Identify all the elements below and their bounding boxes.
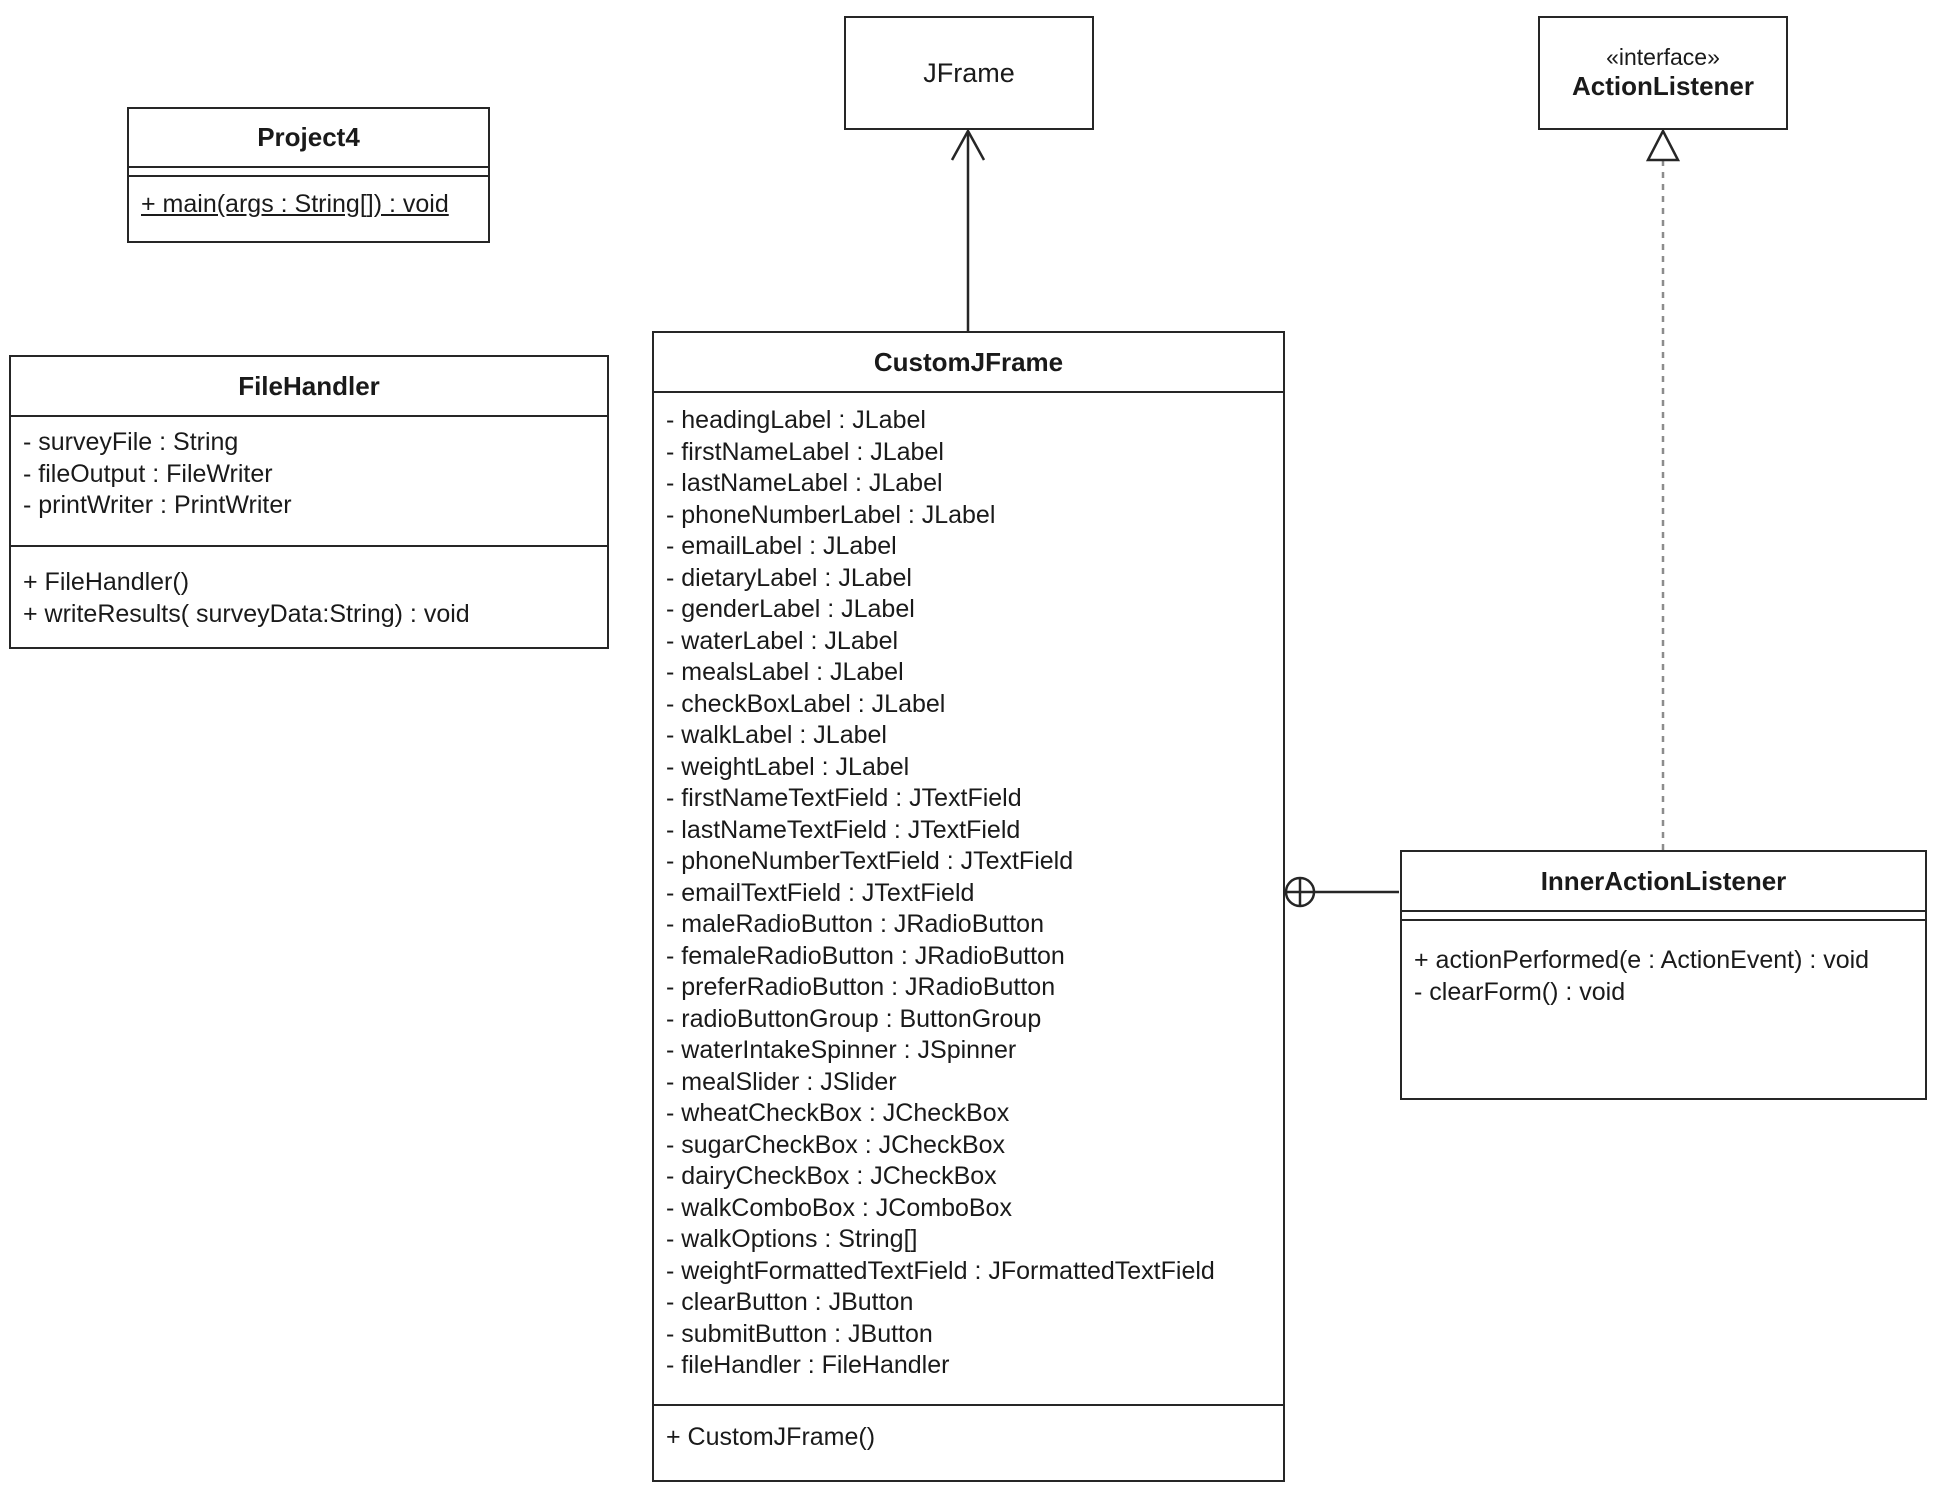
method-main: + main(args : String[]) : void	[141, 190, 449, 218]
class-header: FileHandler	[11, 357, 607, 415]
attributes-compartment	[1402, 910, 1925, 919]
attribute: - fileHandler : FileHandler	[666, 1351, 950, 1379]
class-header: JFrame	[846, 18, 1092, 128]
methods-compartment: + FileHandler() + writeResults( surveyDa…	[11, 545, 607, 636]
attribute: - maleRadioButton : JRadioButton	[666, 910, 1044, 938]
attribute: - checkBoxLabel : JLabel	[666, 689, 946, 718]
class-name: ActionListener	[1571, 71, 1755, 101]
class-inneractionlistener[interactable]: InnerActionListener + actionPerformed(e …	[1400, 850, 1927, 1100]
attributes-compartment: - surveyFile : String - fileOutput : Fil…	[11, 415, 607, 545]
attribute: - genderLabel : JLabel	[666, 595, 915, 623]
class-header: InnerActionListener	[1402, 852, 1925, 910]
attribute: - emailLabel : JLabel	[666, 532, 897, 560]
attribute: - phoneNumberLabel : JLabel	[666, 500, 996, 529]
attribute: - emailTextField : JTextField	[666, 878, 975, 907]
class-name: Project4	[257, 122, 360, 152]
attribute: - lastNameTextField : JTextField	[666, 815, 1021, 844]
attribute: - mealsLabel : JLabel	[666, 658, 904, 686]
open-arrowhead	[950, 128, 986, 161]
attribute: - headingLabel : JLabel	[666, 406, 926, 434]
methods-compartment: + main(args : String[]) : void	[129, 175, 488, 227]
attribute: - weightFormattedTextField : JFormattedT…	[666, 1256, 1215, 1285]
class-header: Project4	[129, 109, 488, 166]
class-name: CustomJFrame	[873, 346, 1064, 377]
methods-compartment: + CustomJFrame()	[654, 1404, 1283, 1460]
attribute: - walkOptions : String[]	[666, 1225, 918, 1253]
interface-actionlistener[interactable]: «interface» ActionListener	[1538, 16, 1788, 130]
class-header: CustomJFrame	[654, 333, 1283, 391]
hollow-triangle-arrowhead	[1645, 128, 1681, 162]
attribute: - waterLabel : JLabel	[666, 626, 899, 655]
class-header: «interface» ActionListener	[1540, 18, 1786, 128]
method: + CustomJFrame()	[666, 1423, 876, 1451]
attribute: - dairyCheckBox : JCheckBox	[666, 1162, 997, 1190]
class-project4[interactable]: Project4 + main(args : String[]) : void	[127, 107, 490, 243]
attribute: - firstNameLabel : JLabel	[666, 437, 944, 466]
attribute: - submitButton : JButton	[666, 1319, 933, 1348]
attribute: - clearButton : JButton	[666, 1288, 914, 1316]
attribute: - dietaryLabel : JLabel	[666, 563, 912, 592]
class-name: InnerActionListener	[1540, 865, 1787, 896]
attribute: - lastNameLabel : JLabel	[666, 469, 943, 497]
class-customjframe[interactable]: CustomJFrame - headingLabel : JLabel - f…	[652, 331, 1285, 1482]
attribute: - radioButtonGroup : ButtonGroup	[666, 1004, 1042, 1033]
attribute: - femaleRadioButton : JRadioButton	[666, 941, 1065, 970]
class-filehandler[interactable]: FileHandler - surveyFile : String - file…	[9, 355, 609, 649]
attribute: - mealSlider : JSlider	[666, 1067, 897, 1096]
attribute: - waterIntakeSpinner : JSpinner	[666, 1036, 1017, 1064]
attribute: - weightLabel : JLabel	[666, 752, 910, 781]
stereotype-label: «interface»	[1606, 44, 1720, 70]
attributes-compartment	[129, 166, 488, 175]
attribute: - sugarCheckBox : JCheckBox	[666, 1130, 1006, 1159]
attribute: - surveyFile : String	[23, 428, 239, 456]
attribute: - walkComboBox : JComboBox	[666, 1193, 1012, 1222]
class-jframe[interactable]: JFrame	[844, 16, 1094, 130]
method: + actionPerformed(e : ActionEvent) : voi…	[1414, 946, 1870, 974]
class-name: FileHandler	[238, 370, 380, 401]
attribute: - firstNameTextField : JTextField	[666, 784, 1022, 812]
class-name: JFrame	[923, 57, 1015, 88]
attributes-compartment: - headingLabel : JLabel - firstNameLabel…	[654, 391, 1283, 1404]
methods-compartment: + actionPerformed(e : ActionEvent) : voi…	[1402, 919, 1925, 1014]
attribute: - wheatCheckBox : JCheckBox	[666, 1099, 1010, 1127]
method: + FileHandler()	[23, 568, 190, 596]
attribute: - printWriter : PrintWriter	[23, 491, 292, 519]
attribute: - phoneNumberTextField : JTextField	[666, 847, 1074, 875]
attribute: - walkLabel : JLabel	[666, 721, 887, 749]
attribute: - preferRadioButton : JRadioButton	[666, 973, 1056, 1001]
method: - clearForm() : void	[1414, 977, 1626, 1006]
attribute: - fileOutput : FileWriter	[23, 459, 273, 488]
method: + writeResults( surveyData:String) : voi…	[23, 599, 470, 628]
